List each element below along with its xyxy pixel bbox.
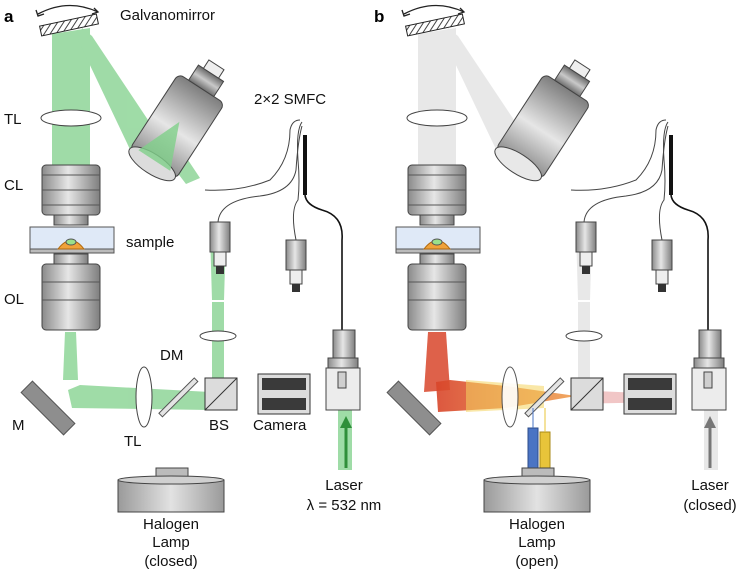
- beam-splitter-a: [204, 377, 238, 411]
- mirror-b: [386, 380, 442, 436]
- dm-label: DM: [160, 347, 183, 364]
- camera-label: Camera: [253, 417, 307, 434]
- camera-b: [623, 373, 677, 415]
- halogen-label-line2-b: Lamp: [518, 534, 556, 551]
- tube-lens-bottom-a: [135, 366, 153, 428]
- panel-b: b: [374, 4, 737, 570]
- fiber-to-laser-b: [670, 194, 709, 330]
- laser-head-b: [691, 329, 727, 468]
- m-label: M: [12, 417, 25, 434]
- mirror-a: [20, 380, 76, 436]
- laser-label-line2-a: λ = 532 nm: [307, 497, 382, 514]
- fiber-to-laser-a: [304, 194, 343, 330]
- panel-a: a Galvanomirror TL: [4, 4, 382, 570]
- galvanomirror-a: [35, 4, 100, 37]
- halogen-label-line3-b: (open): [515, 553, 558, 570]
- laser-label-line1-a: Laser: [325, 477, 363, 494]
- scan-lens-b: [494, 59, 591, 182]
- galvanomirror-label: Galvanomirror: [120, 7, 215, 24]
- fiber-connector-left-b: [575, 221, 597, 274]
- sample-label: sample: [126, 234, 174, 251]
- galvanomirror-b: [401, 4, 466, 37]
- tube-lens-top-b: [406, 109, 468, 127]
- panel-a-letter: a: [4, 7, 14, 26]
- scan-lens-a: [128, 59, 225, 182]
- tl-bottom-label: TL: [124, 433, 142, 450]
- ol-label: OL: [4, 291, 24, 308]
- fiber-coupler-b: [669, 135, 673, 195]
- dichroic-mirror-a: [158, 377, 199, 418]
- fiber-lens-b: [565, 330, 603, 342]
- halogen-lamp-b: [483, 467, 591, 513]
- cl-label: CL: [4, 177, 23, 194]
- camera-a: [257, 373, 311, 415]
- fiber-coupler-a: [303, 135, 307, 195]
- bs-label: BS: [209, 417, 229, 434]
- beam-splitter-b: [570, 377, 604, 411]
- laser-label-line1-b: Laser: [691, 477, 729, 494]
- condenser-lens-a: [41, 164, 101, 226]
- laser-head-a: [325, 329, 361, 468]
- fiber-connector-right-a: [285, 239, 307, 292]
- tube-lens-bottom-b: [501, 366, 519, 428]
- objective-lens-a: [41, 253, 101, 331]
- halogen-label-line1-a: Halogen: [143, 516, 199, 533]
- halogen-lamp-a: [117, 467, 225, 513]
- panel-b-letter: b: [374, 7, 384, 26]
- dichroic-mirror-b: [524, 377, 565, 418]
- objective-lens-b: [407, 253, 467, 331]
- fiber-lines-b: [570, 119, 669, 241]
- tube-lens-top-a: [40, 109, 102, 127]
- color-filters-b: [527, 408, 551, 473]
- fiber-lens-a: [199, 330, 237, 342]
- smfc-label: 2×2 SMFC: [254, 91, 326, 108]
- condenser-lens-b: [407, 164, 467, 226]
- fiber-connector-right-b: [651, 239, 673, 292]
- laser-label-line2-b: (closed): [683, 497, 736, 514]
- fiber-connector-left-a: [209, 221, 231, 274]
- tl-top-label: TL: [4, 111, 22, 128]
- sample-dish-a: [29, 226, 115, 254]
- fiber-lines-a: [204, 119, 303, 241]
- sample-dish-b: [395, 226, 481, 254]
- halogen-label-line2-a: Lamp: [152, 534, 190, 551]
- halogen-label-line3-a: (closed): [144, 553, 197, 570]
- halogen-label-line1-b: Halogen: [509, 516, 565, 533]
